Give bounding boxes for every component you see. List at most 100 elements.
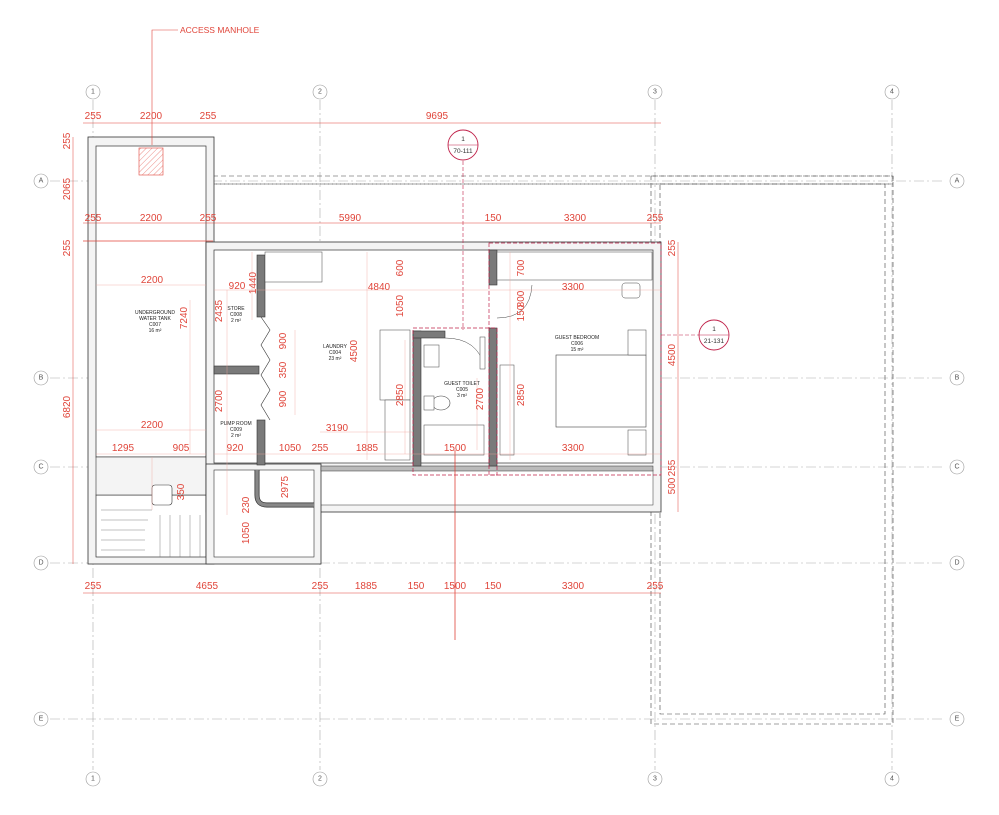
svg-text:1: 1 [91, 776, 95, 783]
grid-bubble-E-left: E [33, 711, 49, 727]
svg-text:UNDERGROUND: UNDERGROUND [135, 310, 175, 316]
access-manhole-hatch [138, 147, 164, 176]
svg-text:C: C [954, 464, 959, 471]
svg-text:255: 255 [200, 213, 217, 224]
svg-text:2200: 2200 [141, 275, 164, 286]
svg-text:500: 500 [667, 477, 678, 494]
grid-bubble-1-top: 1 [85, 84, 101, 100]
grid-bubble-E-right: E [949, 711, 965, 727]
svg-text:C008: C008 [230, 312, 242, 318]
dims-left: 255 2065 255 6820 [62, 132, 73, 418]
grid-bubble-A-left: A [33, 173, 49, 189]
svg-text:1050: 1050 [395, 294, 406, 317]
svg-text:4500: 4500 [349, 339, 360, 362]
grid-bubble-C-right: C [949, 459, 965, 475]
svg-text:6820: 6820 [62, 395, 73, 418]
svg-text:1: 1 [91, 89, 95, 96]
svg-text:255: 255 [62, 132, 73, 149]
access-manhole-callout: ACCESS MANHOLE [151, 25, 260, 145]
svg-text:4500: 4500 [667, 343, 678, 366]
svg-text:C: C [38, 464, 43, 471]
svg-text:255: 255 [200, 111, 217, 122]
svg-text:2975: 2975 [280, 475, 291, 498]
svg-text:255: 255 [312, 443, 329, 454]
guest-bedroom [488, 249, 653, 456]
svg-text:2435: 2435 [214, 299, 225, 322]
grid-bubble-1-bottom: 1 [85, 771, 101, 787]
svg-text:1500: 1500 [444, 581, 467, 592]
svg-text:B: B [955, 375, 960, 382]
svg-text:D: D [38, 560, 43, 567]
dims-bedroom: 700 3300 150 800 2850 3300 [516, 259, 585, 454]
grid-bubble-B-left: B [33, 370, 49, 386]
svg-text:B: B [39, 375, 44, 382]
room-label-guest-bedroom: GUEST BEDROOM C006 15 m² [555, 335, 599, 353]
section-lines [83, 155, 705, 640]
grid-bubble-3-top: 3 [647, 84, 663, 100]
svg-text:1885: 1885 [356, 443, 379, 454]
grid-bubble-4-top: 4 [884, 84, 900, 100]
svg-text:2 m²: 2 m² [231, 433, 241, 439]
room-label-store: STORE C008 2 m² [227, 306, 245, 324]
svg-text:D: D [954, 560, 959, 567]
svg-text:255: 255 [85, 581, 102, 592]
svg-text:7240: 7240 [179, 306, 190, 329]
svg-text:255: 255 [312, 581, 329, 592]
dims-store: 920 2435 1440 [214, 271, 259, 322]
svg-text:150: 150 [485, 581, 502, 592]
grid-bubble-D-left: D [33, 555, 49, 571]
svg-text:LAUNDRY: LAUNDRY [323, 344, 347, 350]
svg-text:600: 600 [395, 259, 406, 276]
svg-text:905: 905 [173, 443, 190, 454]
svg-text:3: 3 [653, 776, 657, 783]
svg-text:350: 350 [278, 361, 289, 378]
svg-text:1050: 1050 [241, 521, 252, 544]
svg-text:2700: 2700 [214, 389, 225, 412]
svg-text:70-111: 70-111 [453, 148, 473, 155]
dimension-lines [72, 122, 679, 594]
dims-pump: 920 2700 230 1050 2975 [214, 389, 291, 544]
room-label-water-tank: UNDERGROUND WATER TANK C007 16 m² [135, 310, 175, 334]
svg-text:150: 150 [408, 581, 425, 592]
store-partition [213, 254, 271, 466]
svg-text:2200: 2200 [140, 213, 163, 224]
svg-text:255: 255 [667, 239, 678, 256]
grid-bubble-C-left: C [33, 459, 49, 475]
svg-text:4: 4 [890, 776, 894, 783]
svg-text:4: 4 [890, 89, 894, 96]
svg-text:3190: 3190 [326, 423, 349, 434]
svg-text:1885: 1885 [355, 581, 378, 592]
svg-text:23 m²: 23 m² [329, 356, 342, 362]
svg-text:3300: 3300 [564, 213, 587, 224]
svg-text:2850: 2850 [395, 383, 406, 406]
dims-toilet: 2850 2700 1500 [395, 383, 486, 454]
svg-text:3: 3 [653, 89, 657, 96]
svg-text:GUEST BEDROOM: GUEST BEDROOM [555, 335, 599, 341]
svg-text:3300: 3300 [562, 443, 585, 454]
svg-text:A: A [955, 178, 960, 185]
svg-text:5990: 5990 [339, 213, 362, 224]
svg-text:255: 255 [62, 239, 73, 256]
svg-text:3 m²: 3 m² [457, 393, 467, 399]
room-label-guest-toilet: GUEST TOILET C005 3 m² [444, 381, 480, 399]
grid-bubble-3-bottom: 3 [647, 771, 663, 787]
svg-text:1295: 1295 [112, 443, 135, 454]
svg-text:255: 255 [85, 111, 102, 122]
svg-text:E: E [39, 716, 44, 723]
section-mark-70-111: 1 70-111 [447, 129, 479, 161]
svg-text:150: 150 [485, 213, 502, 224]
svg-text:STORE: STORE [227, 306, 245, 312]
svg-text:255: 255 [85, 213, 102, 224]
svg-text:A: A [39, 178, 44, 185]
svg-text:350: 350 [176, 483, 187, 500]
svg-text:3300: 3300 [562, 581, 585, 592]
grid-bubble-2-bottom: 2 [312, 771, 328, 787]
svg-text:2: 2 [318, 89, 322, 96]
dims-right: 255 4500 255 500 [667, 239, 678, 494]
svg-text:255: 255 [647, 581, 664, 592]
dims-laundry: 4840 600 1050 4500 3190 1050 255 1885 90… [278, 259, 406, 454]
svg-text:230: 230 [241, 496, 252, 513]
svg-text:GUEST TOILET: GUEST TOILET [444, 381, 480, 387]
svg-text:1500: 1500 [444, 443, 467, 454]
